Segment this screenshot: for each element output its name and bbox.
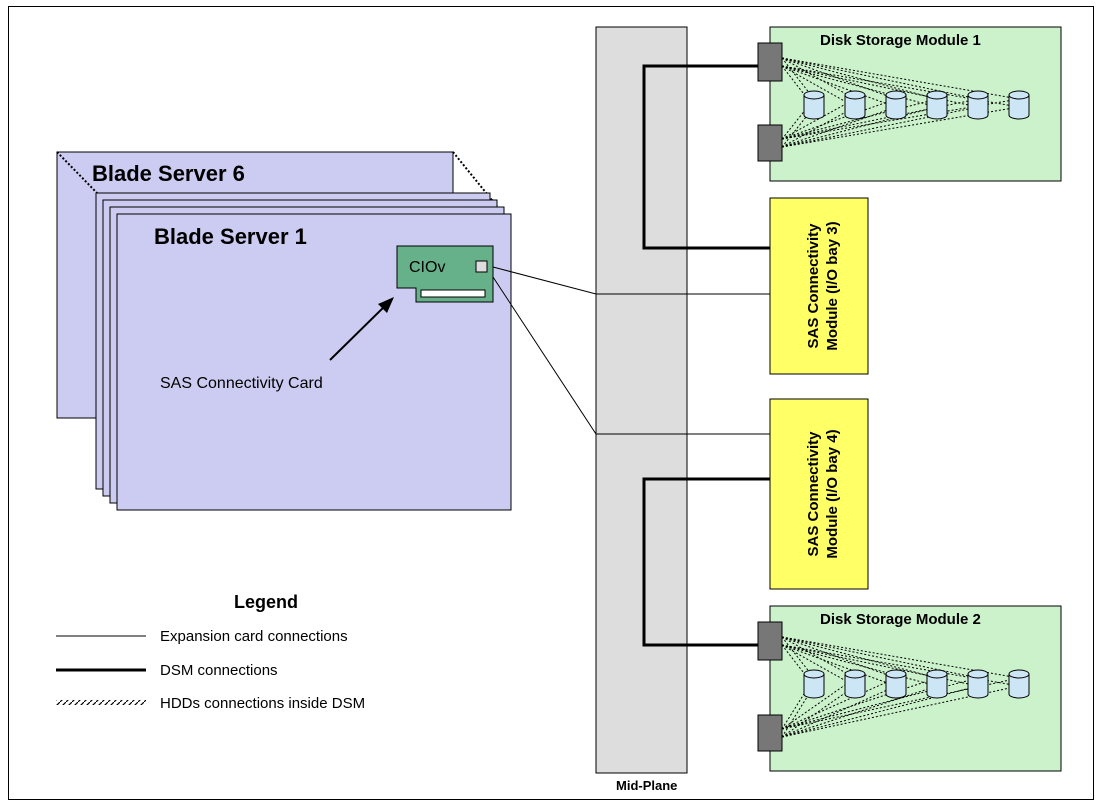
hdd-icon <box>967 90 989 120</box>
sas-module-box[interactable] <box>769 197 869 375</box>
hdd-connection <box>781 57 979 100</box>
sas-module-label-line1: SAS Connectivity <box>805 223 822 349</box>
hdd-icon <box>926 669 948 699</box>
hdd-icon <box>1008 90 1030 120</box>
card-callout-label: SAS Connectivity Card <box>160 375 323 392</box>
sas-module-label-line2: Module (I/O bay 3) <box>824 221 841 350</box>
dsm-connection-2 <box>642 477 770 647</box>
ciov-card-label: CIOv <box>409 259 445 276</box>
dsm-layer: Disk Storage Module 1 Disk Storage Module… <box>757 26 1062 772</box>
expansion-connection-bay4 <box>492 276 770 435</box>
dsm-port[interactable] <box>757 124 783 162</box>
hdd-connection <box>781 636 938 679</box>
hdd-connection <box>781 65 815 108</box>
dsm-connection-1 <box>642 64 770 250</box>
hdd-connection <box>781 677 1020 730</box>
hdd-connection <box>781 57 938 100</box>
hdd-connection <box>781 106 897 148</box>
hdd-connection <box>781 636 856 679</box>
sas-module-bay3[interactable]: SAS Connectivity Module (I/O bay 3) <box>769 197 869 375</box>
hdd-connection <box>781 644 856 687</box>
hdd-connection <box>781 57 856 100</box>
hdd-connection <box>781 98 979 140</box>
legend-label-hdd: HDDs connections inside DSM <box>160 695 365 712</box>
legend-label-dsm: DSM connections <box>160 662 278 679</box>
hdd-icon <box>803 669 825 699</box>
expansion-connection-bay3 <box>492 266 770 295</box>
hdd-connection <box>781 677 938 730</box>
hdd-icon <box>926 90 948 120</box>
dsm-port[interactable] <box>757 42 783 82</box>
hdd-connection <box>781 65 938 108</box>
hdd-connection <box>781 677 856 730</box>
ciov-port <box>475 260 488 273</box>
hdd-connection <box>781 636 815 679</box>
blade-server-1-label: Blade Server 1 <box>154 224 307 249</box>
hdd-connection <box>781 644 979 687</box>
hdd-connection <box>781 644 815 687</box>
hdd-connection <box>781 65 979 108</box>
hdd-connection <box>781 65 897 108</box>
expansion-card-connections <box>492 266 770 435</box>
sas-module-box[interactable] <box>769 398 869 590</box>
hdd-icon <box>885 90 907 120</box>
ciov-connector-slot <box>420 289 486 298</box>
hdd-connection <box>781 57 897 100</box>
hdd-connection <box>781 106 856 148</box>
blade-stack-edge-right <box>452 151 501 211</box>
hdd-connection <box>781 636 979 679</box>
ciov-card[interactable] <box>396 245 494 303</box>
sas-module-label-line1: SAS Connectivity <box>805 431 822 557</box>
hdd-connection <box>781 685 856 738</box>
dsm-label: Disk Storage Module 1 <box>820 32 981 49</box>
hdd-connection <box>781 685 897 738</box>
hdd-connection <box>781 106 979 148</box>
midplane-label: Mid-Plane <box>616 778 677 793</box>
hdd-connection <box>781 57 815 100</box>
dsm-connections <box>642 64 770 647</box>
disk-storage-module-2[interactable]: Disk Storage Module 2 <box>757 605 1062 772</box>
blade-stack-edge-left <box>56 151 99 195</box>
hdd-icon <box>844 669 866 699</box>
midplane <box>595 26 688 774</box>
blade-server-stack: Blade Server 6 Blade Server 1 CIOv SAS C… <box>56 151 512 511</box>
hdd-icon <box>803 90 825 120</box>
hdd-connection <box>781 644 938 687</box>
hdd-connection <box>781 644 897 687</box>
hdd-connection <box>781 98 897 140</box>
blade-server-6-label: Blade Server 6 <box>92 161 245 186</box>
dsm-port[interactable] <box>757 714 783 752</box>
hdd-icon <box>885 669 907 699</box>
legend: Legend Expansion card connections DSM co… <box>56 592 365 712</box>
hdd-connection <box>781 106 938 148</box>
dsm-label: Disk Storage Module 2 <box>820 611 981 628</box>
hdd-icon <box>844 90 866 120</box>
legend-swatch-dotted <box>56 700 146 705</box>
hdd-connection <box>781 106 815 148</box>
hdd-connection <box>781 685 1020 738</box>
sas-module-bay4[interactable]: SAS Connectivity Module (I/O bay 4) <box>769 398 869 590</box>
hdd-connection <box>781 98 815 140</box>
hdd-connection <box>781 685 938 738</box>
card-callout-arrow <box>329 302 389 361</box>
hdd-connection <box>781 636 897 679</box>
legend-label-expansion: Expansion card connections <box>160 628 348 645</box>
disk-storage-module-1[interactable]: Disk Storage Module 1 <box>757 26 1062 182</box>
hdd-icon <box>967 669 989 699</box>
sas-module-label-line2: Module (I/O bay 4) <box>824 429 841 558</box>
hdd-connection <box>781 677 897 730</box>
dsm-port[interactable] <box>757 621 783 661</box>
card-callout-arrowhead <box>378 297 394 313</box>
hdd-connection <box>781 65 856 108</box>
hdd-icon <box>1008 669 1030 699</box>
legend-title: Legend <box>234 592 298 612</box>
